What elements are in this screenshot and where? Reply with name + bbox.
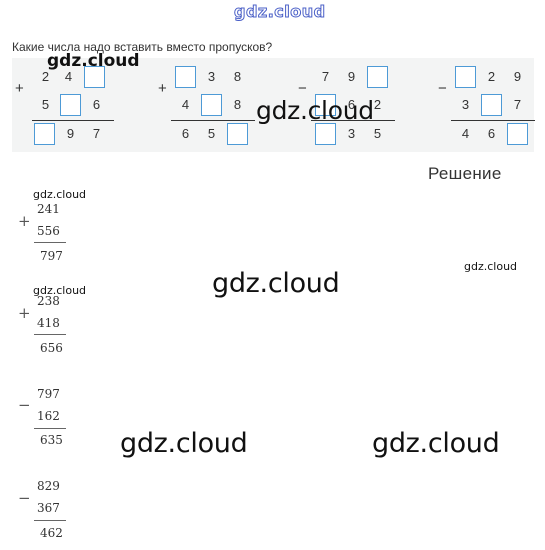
task-1-blank-box[interactable] bbox=[34, 123, 55, 145]
watermark-text: gdz.cloud bbox=[256, 96, 374, 125]
task-4-rule bbox=[451, 120, 535, 121]
solution-2-rule bbox=[34, 334, 66, 335]
task-4: − 2 9 3 7 4 6 bbox=[423, 58, 535, 152]
task-2-digit: 6 bbox=[181, 126, 190, 141]
solution-1-operand-b: 556 bbox=[37, 224, 60, 238]
task-3: − 7 9 6 2 3 5 bbox=[295, 58, 405, 152]
task-4-digit: 3 bbox=[461, 97, 470, 112]
task-3-digit: 9 bbox=[347, 69, 356, 84]
task-3-digit: 7 bbox=[321, 69, 330, 84]
task-strip: + 2 4 5 6 9 7 + 3 8 4 8 6 5 − 7 9 6 2 3 bbox=[12, 58, 535, 152]
header-watermark: gdz.cloud bbox=[234, 2, 326, 22]
task-1-blank-box[interactable] bbox=[84, 66, 105, 88]
solution-3-operand-a: 797 bbox=[37, 387, 60, 401]
task-4-digit: 4 bbox=[461, 126, 470, 141]
task-2: + 3 8 4 8 6 5 bbox=[155, 58, 265, 152]
task-2-digit: 3 bbox=[207, 69, 216, 84]
question-text: Какие числа надо вставить вместо пропуск… bbox=[12, 40, 273, 54]
task-4-digit: 7 bbox=[513, 97, 522, 112]
task-3-digit: 6 bbox=[347, 97, 356, 112]
solution-title: Решение bbox=[428, 164, 502, 183]
solution-4-rule bbox=[34, 520, 66, 521]
watermark-text: gdz.cloud bbox=[47, 51, 140, 71]
task-2-digit: 4 bbox=[181, 97, 190, 112]
task-4-digit: 2 bbox=[487, 69, 496, 84]
solution-3-rule bbox=[34, 428, 66, 429]
task-2-blank-box[interactable] bbox=[175, 66, 196, 88]
task-1-digit: 5 bbox=[41, 97, 50, 112]
task-3-digit: 5 bbox=[373, 126, 382, 141]
task-1-rule bbox=[32, 120, 114, 121]
task-2-blank-box[interactable] bbox=[201, 94, 222, 116]
watermark-text: gdz.cloud bbox=[120, 428, 248, 459]
task-4-blank-box[interactable] bbox=[481, 94, 502, 116]
task-1-sign: + bbox=[15, 80, 24, 97]
task-2-digit: 8 bbox=[233, 97, 242, 112]
solution-2-operand-b: 418 bbox=[37, 316, 60, 330]
task-1-digit: 6 bbox=[92, 97, 101, 112]
task-2-digit: 8 bbox=[233, 69, 242, 84]
task-1: + 2 4 5 6 9 7 bbox=[12, 58, 122, 152]
solution-3-result: 635 bbox=[40, 433, 63, 447]
watermark-text: gdz.cloud bbox=[212, 268, 340, 299]
task-1-blank-box[interactable] bbox=[60, 94, 81, 116]
solution-1-sign: + bbox=[18, 212, 31, 230]
task-2-rule bbox=[171, 120, 255, 121]
watermark-text: gdz.cloud bbox=[33, 188, 87, 201]
watermark-text: gdz.cloud bbox=[372, 428, 500, 459]
solution-1-rule bbox=[34, 242, 66, 243]
solution-2-result: 656 bbox=[40, 341, 63, 355]
watermark-text: gdz.cloud bbox=[464, 260, 518, 273]
task-3-digit: 3 bbox=[347, 126, 356, 141]
solution-4-result: 462 bbox=[40, 526, 63, 540]
solution-1-result: 797 bbox=[40, 249, 63, 263]
task-3-rule bbox=[311, 120, 395, 121]
solution-4-operand-b: 367 bbox=[37, 501, 60, 515]
task-2-digit: 5 bbox=[207, 126, 216, 141]
task-4-blank-box[interactable] bbox=[507, 123, 528, 145]
solution-4-sign: − bbox=[18, 489, 31, 507]
watermark-text: gdz.cloud bbox=[33, 284, 87, 297]
solution-3-sign: − bbox=[18, 396, 31, 414]
task-2-sign: + bbox=[158, 80, 167, 97]
solution-3-operand-b: 162 bbox=[37, 409, 60, 423]
task-3-blank-box[interactable] bbox=[315, 94, 336, 116]
task-3-blank-box[interactable] bbox=[315, 123, 336, 145]
task-4-digit: 9 bbox=[513, 69, 522, 84]
task-1-digit: 9 bbox=[66, 126, 75, 141]
task-1-digit: 4 bbox=[64, 69, 73, 84]
task-3-blank-box[interactable] bbox=[367, 66, 388, 88]
solution-1-operand-a: 241 bbox=[37, 202, 60, 216]
solution-2-operand-a: 238 bbox=[37, 294, 60, 308]
task-4-blank-box[interactable] bbox=[455, 66, 476, 88]
task-1-digit: 2 bbox=[41, 69, 50, 84]
solution-4-operand-a: 829 bbox=[37, 479, 60, 493]
task-4-digit: 6 bbox=[487, 126, 496, 141]
task-4-sign: − bbox=[438, 80, 447, 97]
task-3-sign: − bbox=[298, 80, 307, 97]
task-1-digit: 7 bbox=[92, 126, 101, 141]
task-2-blank-box[interactable] bbox=[227, 123, 248, 145]
task-3-digit: 2 bbox=[373, 97, 382, 112]
solution-2-sign: + bbox=[18, 304, 31, 322]
